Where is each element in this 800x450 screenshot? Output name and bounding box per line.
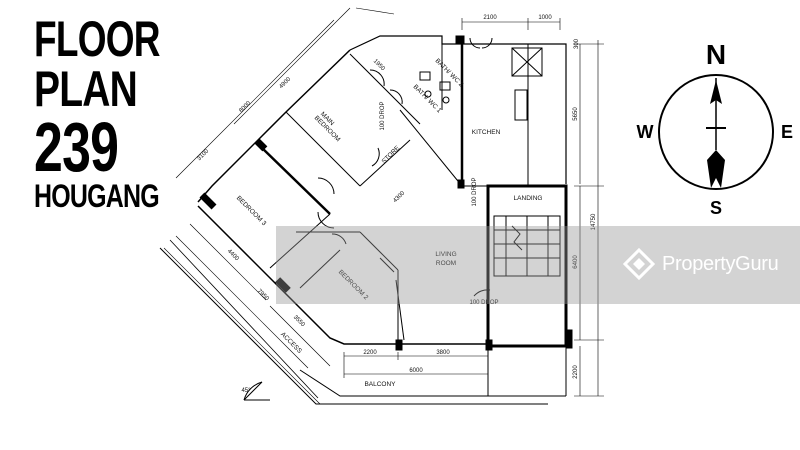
dim-1000: 1000 [538, 15, 552, 21]
room-label-living: LIVING [435, 251, 456, 258]
propertyguru-logo-icon [622, 247, 656, 281]
title-block-number: 239 [34, 108, 119, 186]
dim-4900: 4900 [278, 76, 292, 90]
room-label-bath-wc-2: BATH/ WC 2 [434, 57, 465, 88]
dim-6400: 6400 [573, 255, 579, 269]
dim-3800: 3800 [436, 350, 450, 356]
dim-3100: 3100 [196, 148, 210, 162]
drop-label-store: 100 DROP [380, 101, 386, 130]
dim-300: 300 [574, 38, 580, 49]
title-plan: PLAN [34, 61, 138, 117]
room-label-store: STORE [381, 144, 402, 165]
north-arrow-icon [710, 80, 722, 104]
compass-east: E [781, 122, 793, 142]
compass-tail-icon [707, 150, 725, 188]
dim-5650: 5650 [573, 107, 579, 121]
compass-ring [658, 74, 774, 190]
dim-3550: 3550 [292, 314, 306, 328]
room-label-room: ROOM [436, 260, 456, 267]
room-label-bath-wc-1: BATH/ WC 1 [412, 83, 443, 114]
dim-4400: 4400 [226, 248, 240, 262]
title-floor: FLOOR [34, 11, 161, 67]
dim-4300: 4300 [392, 190, 406, 204]
compass-south: S [710, 198, 722, 218]
watermark-brand: PropertyGuru [662, 252, 779, 275]
title-town: HOUGANG [34, 178, 160, 214]
room-label-balcony: BALCONY [364, 381, 396, 388]
dim-14750: 14750 [591, 213, 597, 230]
angle-45: 45° [241, 388, 251, 394]
dim-7950: 7950 [256, 288, 270, 302]
dim-2200-bottom: 2200 [363, 350, 377, 356]
room-label-landing: LANDING [514, 195, 543, 202]
dim-2200-right: 2200 [573, 365, 579, 379]
watermark-band [276, 226, 800, 304]
compass: N S W E [637, 39, 794, 218]
room-label-kitchen: KITCHEN [472, 129, 501, 136]
drop-label-kitchen: 100 DROP [472, 177, 478, 206]
room-label-bedroom-3: BEDROOM 3 [235, 195, 268, 228]
compass-north: N [706, 39, 726, 70]
watermark: PropertyGuru [622, 246, 779, 282]
dim-2100: 2100 [483, 15, 497, 21]
compass-west: W [637, 122, 654, 142]
dim-8000: 8000 [238, 100, 252, 114]
drop-label-living: 100 DROP [469, 300, 498, 306]
dim-6000: 6000 [409, 368, 423, 374]
